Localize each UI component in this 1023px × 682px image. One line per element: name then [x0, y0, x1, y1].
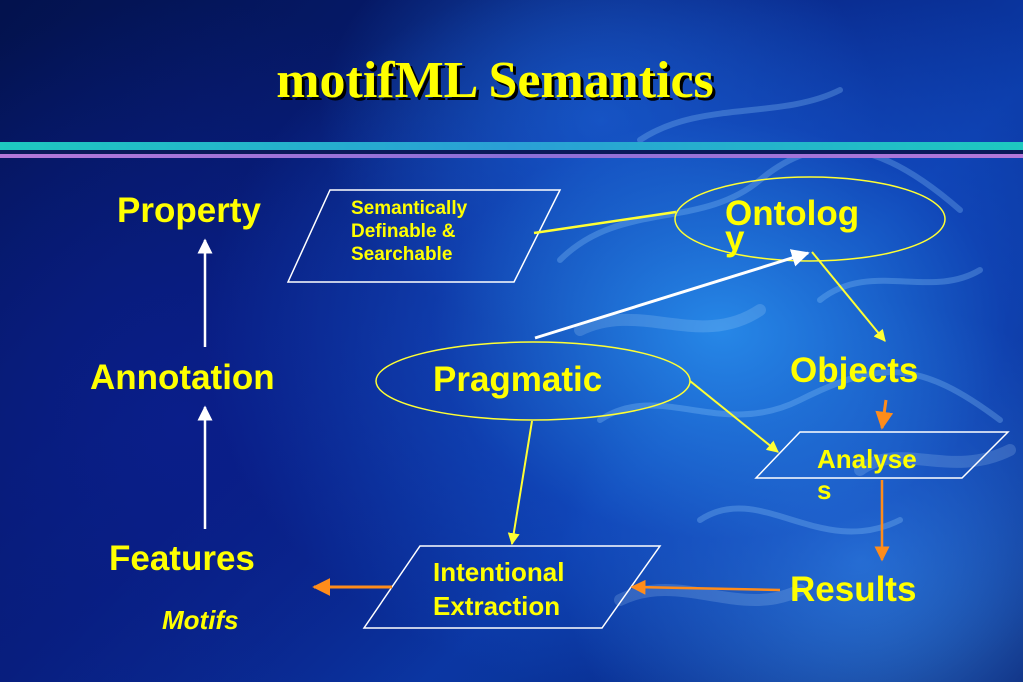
node-ontology: Ontolog y [725, 196, 859, 256]
ontology-line-2: y [725, 219, 745, 258]
ontology-ellipse [674, 176, 946, 262]
intentional-extraction-box [362, 545, 662, 629]
arrow-ontology-to-objects [811, 251, 886, 342]
node-property: Property [117, 191, 261, 230]
semantically-definable-box [286, 189, 562, 283]
semantically-line-2: Definable & [351, 220, 456, 242]
arrow-results-to-extraction [630, 579, 781, 595]
node-analyses: Analyse s [817, 444, 917, 505]
node-features: Features [109, 539, 255, 578]
node-semantically-definable: Semantically Definable & Searchable [351, 198, 467, 266]
arrow-pragmatic-to-extraction [507, 420, 533, 546]
node-pragmatic: Pragmatic [433, 360, 603, 399]
node-annotation: Annotation [90, 358, 275, 397]
line-semantic-to-ontology [533, 210, 677, 235]
divider-band-violet [0, 154, 1023, 158]
divider-band-dark [0, 150, 1023, 154]
semantically-line-1: Semantically [351, 198, 468, 219]
node-intentional-extraction: Intentional Extraction [433, 556, 564, 624]
divider-band-teal [0, 142, 1023, 150]
node-motifs: Motifs [162, 605, 239, 635]
node-objects: Objects [790, 351, 919, 390]
analyses-line-1: Analyse [817, 444, 917, 474]
arrow-pragmatic-to-ontology [534, 249, 810, 340]
analyses-line-2: s [817, 474, 832, 505]
analyses-box [754, 431, 1010, 479]
arrow-objects-to-analyses [875, 399, 894, 430]
extraction-line-2: Extraction [433, 590, 561, 621]
semantically-line-3: Searchable [351, 243, 453, 265]
slide-title: motifML Semantics [276, 52, 714, 109]
ontology-line-1: Ontolog [725, 194, 860, 233]
extraction-line-1: Intentional [433, 557, 565, 587]
node-results: Results [790, 570, 917, 609]
arrow-pragmatic-to-analyses [689, 380, 779, 453]
